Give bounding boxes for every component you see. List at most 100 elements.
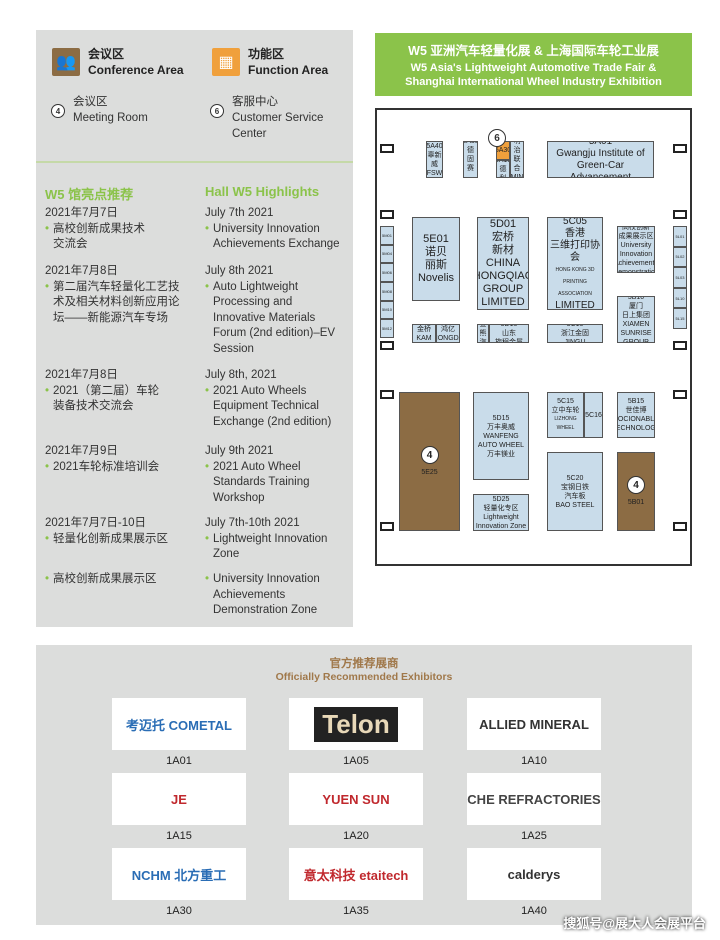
highlight-text: Equipment Technical [213,400,319,412]
exhibitors-title-en: Officially Recommended Exhibitors [275,671,453,683]
function-cn: 功能区 [248,47,285,61]
exhibitor-logo[interactable]: CHE REFRACTORIES [467,773,601,825]
booth-label: 5A30 [497,147,509,154]
booth-label: JINGU [564,339,586,343]
exhibitors-title-cn: 官方推荐展商 [329,658,399,670]
highlight-text: 交流会 [53,238,88,250]
booth-label: 5A01 [588,141,613,147]
exhibitor-logo[interactable]: 意太科技 etaitech [289,848,423,900]
conference-en: Conference Area [88,63,184,77]
exhibitor-logo[interactable]: Telon [289,698,423,750]
pillar [380,341,394,350]
highlight-text: University Innovation [213,222,320,235]
exhibitor-logo[interactable]: ALLIED MINERAL [467,698,601,750]
booth-label: 5B01 [627,499,645,506]
exhibitor-booth-code: 1A35 [343,905,369,917]
booth-label: 5A40 [426,142,443,150]
booth-label: 丽斯 [425,259,447,271]
banner-title-en2: Shanghai International Wheel Industry Ex… [405,76,662,88]
exhibitor-logo[interactable]: JE [112,773,246,825]
divider [36,161,353,163]
booth-small[interactable]: 5M01 [380,226,394,245]
pillar [673,210,687,219]
bullet-icon: • [205,280,210,293]
pillar [380,522,394,531]
meeting-room-marker: 4 [627,476,645,494]
booth-5B05[interactable]: 5B05高校创新成果展示区University InnovationAchiev… [617,226,655,273]
booth-small[interactable]: 5L01 [673,226,687,247]
booth-5E15[interactable]: 5E15鸿亿HONGDA锻铝 [436,324,460,343]
booth-small[interactable]: 5M04 [380,244,394,264]
booth-5B01[interactable]: 4 5B01 [617,452,655,531]
pillar [380,390,394,399]
booth-label: 山东 [502,330,516,337]
booth-5D01[interactable]: 5D01宏桥新材CHINAHONGQIAOGROUPLIMITED [477,217,529,310]
logo-text: JE [171,791,187,807]
exhibitor-logo[interactable]: calderys [467,848,601,900]
booth-label: WANFENG [483,432,519,440]
exhibitor-logo[interactable]: 考迈托 COMETAL [112,698,246,750]
exhibitor-booth-code: 1A10 [521,755,547,767]
service-cn: 客服中心 [232,96,278,108]
exhibitor-booth-code: 1A20 [343,830,369,842]
booth-small[interactable]: 5M06 [380,263,394,282]
booth-label: 轻量化专区 [483,504,519,512]
logo-text: 考迈托 COMETAL [126,717,232,733]
booth-small[interactable]: 5M12 [380,319,394,338]
booth-small[interactable]: 5L10 [673,287,687,309]
booth-small[interactable]: 5L03 [673,267,687,288]
exhibitor-logo[interactable]: NCHM 北方重工 [112,848,246,900]
booth-label: 万丰奥威 [487,423,515,431]
booth-label: 5C20 [566,474,584,482]
function-en: Function Area [248,63,329,77]
highlight-item-cn: •高校创新成果展示区 [45,572,157,588]
booth-label: SOCIONABLE [617,416,655,423]
booth-small[interactable]: 5L02 [673,246,687,268]
booth-label: TECHNOLOGY [618,425,654,432]
booth-small[interactable]: 5L15 [673,308,687,329]
booth-5A15[interactable]: 5A15德利 [496,160,510,178]
booth-label: Demonstration Zone [618,268,655,273]
exhibition-banner: W5 亚洲汽车轻量化展 & 上海国际车轮工业展 W5 Asia's Lightw… [375,33,692,96]
booth-small[interactable]: 5M10 [380,300,394,320]
booth-5D12[interactable]: 5D12金熊汽车 [477,324,489,343]
exhibitor-booth-code: 1A15 [166,830,192,842]
booth-5C16[interactable]: 5C16 [584,392,603,438]
highlight-date: July 9th 2021 [205,445,274,457]
booth-5B15[interactable]: 5B15世佳博SOCIONABLETECHNOLOGY [617,392,655,438]
booth-label: 万丰镁业 [487,450,515,458]
booth-label: 鸿亿 [441,325,455,333]
booth-label: 旋程金属 [495,339,523,343]
banner-title-en1: W5 Asia's Lightweight Automotive Trade F… [410,62,657,74]
highlight-date: 2021年7月9日 [45,445,118,457]
bullet-icon: • [205,222,210,235]
booth-label: 汽车板 [564,492,586,500]
bullet-icon: • [205,460,210,473]
booth-label: 宝钢日铁 [561,483,589,491]
booth-5E10[interactable]: 5E10金桥KAM KIU [412,324,436,343]
booth-label: 诺贝 [425,246,447,258]
booth-5A20[interactable]: 5A20明治联合MIN TA [510,141,524,178]
booth-label: 汽车 [479,339,487,343]
highlight-text: 轻量化创新成果展示区 [53,532,168,545]
exhibitor-logo[interactable]: YUEN SUN [289,773,423,825]
booth-small[interactable]: 5M08 [380,282,394,301]
service-number: 6 [210,104,224,118]
highlight-item-cn: 2021年7月7日•高校创新成果技术交流会 [45,206,145,253]
booth-label: Novelis [417,272,455,284]
service-en2: Center [232,128,267,140]
booth-label: HONGDA [437,334,459,342]
